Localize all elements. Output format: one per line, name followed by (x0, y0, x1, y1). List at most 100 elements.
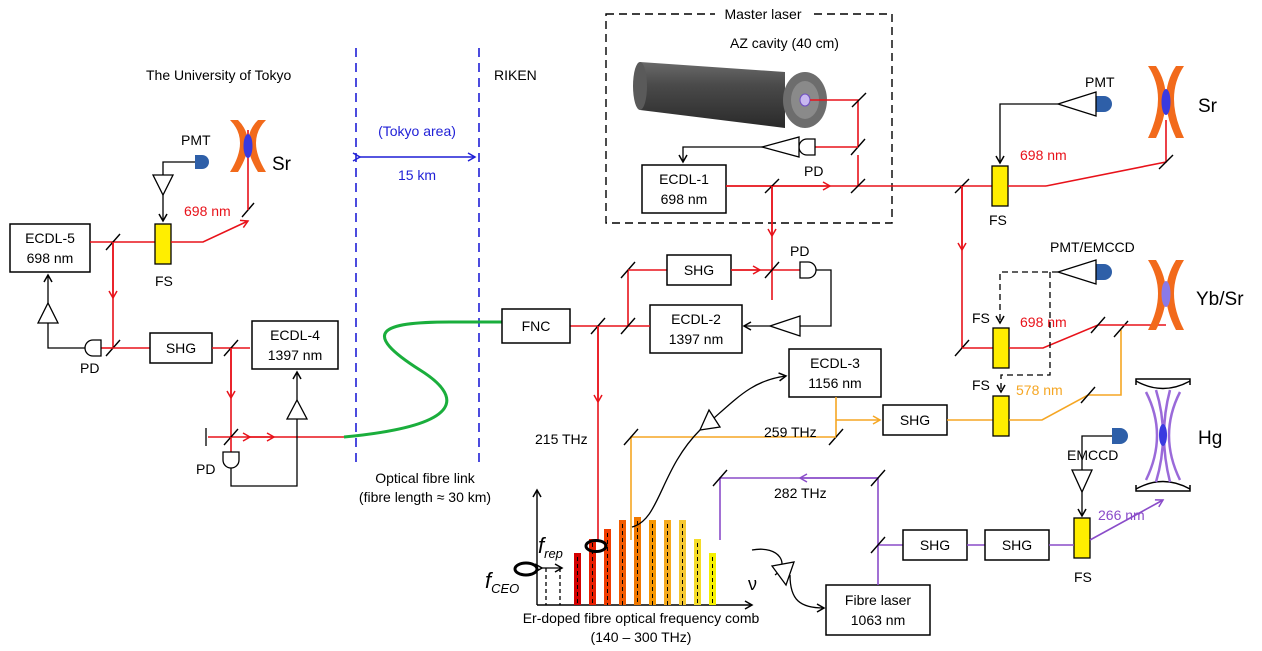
mirror (1090, 316, 1106, 334)
feedback-dashed-2 (996, 272, 1051, 394)
freq-259-label: 259 THz (764, 424, 817, 440)
master-title-bg (715, 6, 811, 22)
hg-label: Hg (1198, 428, 1222, 449)
fibre-stretcher (992, 327, 1010, 369)
feedback-dashed-1 (995, 271, 1058, 325)
sr-label-left: Sr (272, 154, 292, 175)
emccd-icon (1112, 428, 1128, 444)
pmt-icon (1096, 264, 1112, 280)
feedback-wire (47, 323, 85, 349)
az-cavity-label: AZ cavity (40 cm) (730, 35, 839, 51)
ecdl-4-box: ECDL-4 1397 nm (251, 320, 339, 370)
pd-icon (222, 451, 240, 469)
emccd-wire (1081, 435, 1112, 470)
optical-trap-ybsr-b (1166, 260, 1184, 330)
distance-label: 15 km (398, 167, 436, 183)
comb-to-ecdl3-curve (631, 429, 701, 528)
freq-215-label: 215 THz (535, 431, 588, 447)
emccd-label: EMCCD (1067, 447, 1118, 463)
tokyo-area-label: (Tokyo area) (378, 123, 456, 139)
svg-text:SHG: SHG (1002, 537, 1032, 553)
fibre-link-label: Optical fibre link (375, 470, 476, 486)
pd-label: PD (804, 163, 823, 179)
wavelength-698-mid: 698 nm (1020, 314, 1067, 330)
pmt-emccd-label: PMT/EMCCD (1050, 239, 1135, 255)
svg-text:SHG: SHG (166, 340, 196, 356)
svg-text:1397 nm: 1397 nm (669, 331, 723, 347)
fibre-stretcher (991, 165, 1009, 207)
feedback-to-fibre-laser (789, 574, 826, 613)
amplifier-icon (1055, 91, 1097, 117)
comb-tooth (604, 529, 611, 605)
fs-label: FS (972, 377, 990, 393)
optical-trap-right-b (1166, 66, 1184, 138)
feedback-arrow (678, 146, 762, 164)
riken-label: RIKEN (494, 67, 537, 83)
pmt-wire (162, 161, 195, 175)
feedback-wire (800, 269, 832, 327)
beam-578-to-ybsr (1009, 330, 1122, 421)
comb-range: (140 – 300 THz) (591, 629, 692, 645)
ybsr-atoms (1161, 281, 1171, 307)
pmt-label: PMT (1085, 74, 1115, 90)
pmt-icon (1096, 96, 1112, 112)
hg-atoms (1159, 424, 1167, 446)
fibre-stretcher (1073, 517, 1091, 559)
shg-box-hg2: SHG (984, 529, 1050, 561)
fibre-length-label: (fibre length ≈ 30 km) (359, 489, 491, 505)
ecdl-3-box: ECDL-3 1156 nm (788, 348, 882, 398)
feedback-to-ecdl3 (713, 372, 788, 419)
fs-label: FS (155, 273, 173, 289)
optical-fibre-link (343, 320, 502, 439)
wavelength-266: 266 nm (1098, 507, 1145, 523)
mirror (870, 536, 886, 554)
f-ceo-symbol: fCEO (485, 568, 519, 596)
amplifier-icon (698, 408, 722, 431)
mirror (620, 317, 636, 335)
pd-label: PD (196, 461, 215, 477)
f-rep-symbol: frep (538, 533, 563, 561)
ybsr-label: Yb/Sr (1196, 289, 1244, 310)
amplifier-icon (770, 561, 795, 587)
optical-trap-ybsr-a (1148, 260, 1166, 330)
svg-text:698 nm: 698 nm (27, 250, 74, 266)
svg-text:ECDL-2: ECDL-2 (671, 311, 721, 327)
svg-text:Fibre laser: Fibre laser (845, 592, 911, 608)
pd-label: PD (80, 360, 99, 376)
amplifier-icon (1055, 259, 1097, 285)
svg-text:1156 nm: 1156 nm (808, 375, 861, 391)
pd-label: PD (790, 243, 809, 259)
amplifier-icon (151, 174, 175, 197)
comb-title: Er-doped fibre optical frequency comb (523, 610, 760, 626)
freq-282-label: 282 THz (774, 485, 827, 501)
mirror (850, 178, 866, 194)
sr-atoms-left (243, 134, 253, 158)
shg-box-mid: SHG (666, 254, 732, 286)
mirror (712, 469, 728, 487)
amplifier-icon (36, 301, 60, 324)
svg-text:698 nm: 698 nm (661, 191, 708, 207)
beam-698-to-ybsr (1009, 324, 1166, 349)
optical-trap-left-a (230, 120, 248, 172)
ecdl-1-box: ECDL-1 698 nm (641, 164, 727, 214)
mirror (851, 92, 867, 108)
comb-teeth (574, 517, 716, 605)
amplifier-icon (759, 136, 800, 158)
tokyo-label: The University of Tokyo (146, 67, 291, 83)
svg-text:1063 nm: 1063 nm (851, 612, 905, 628)
comb-tooth (634, 517, 641, 605)
fs-label: FS (989, 212, 1007, 228)
mirror (870, 469, 886, 487)
optical-trap-right-a (1148, 66, 1166, 138)
fs-label: FS (1074, 569, 1092, 585)
comb-dashed-lines (545, 568, 561, 605)
az-cavity-icon (633, 62, 827, 128)
hg-mirror-bottom-curve (1135, 480, 1191, 490)
optical-trap-left-b (248, 120, 266, 172)
shg-box-578: SHG (882, 404, 948, 436)
pmt-arrow (995, 103, 1058, 165)
pd-icon (799, 261, 817, 279)
fnc-box: FNC (501, 308, 571, 344)
amplifier-icon (1070, 469, 1094, 494)
fibre-stretcher (992, 395, 1010, 437)
